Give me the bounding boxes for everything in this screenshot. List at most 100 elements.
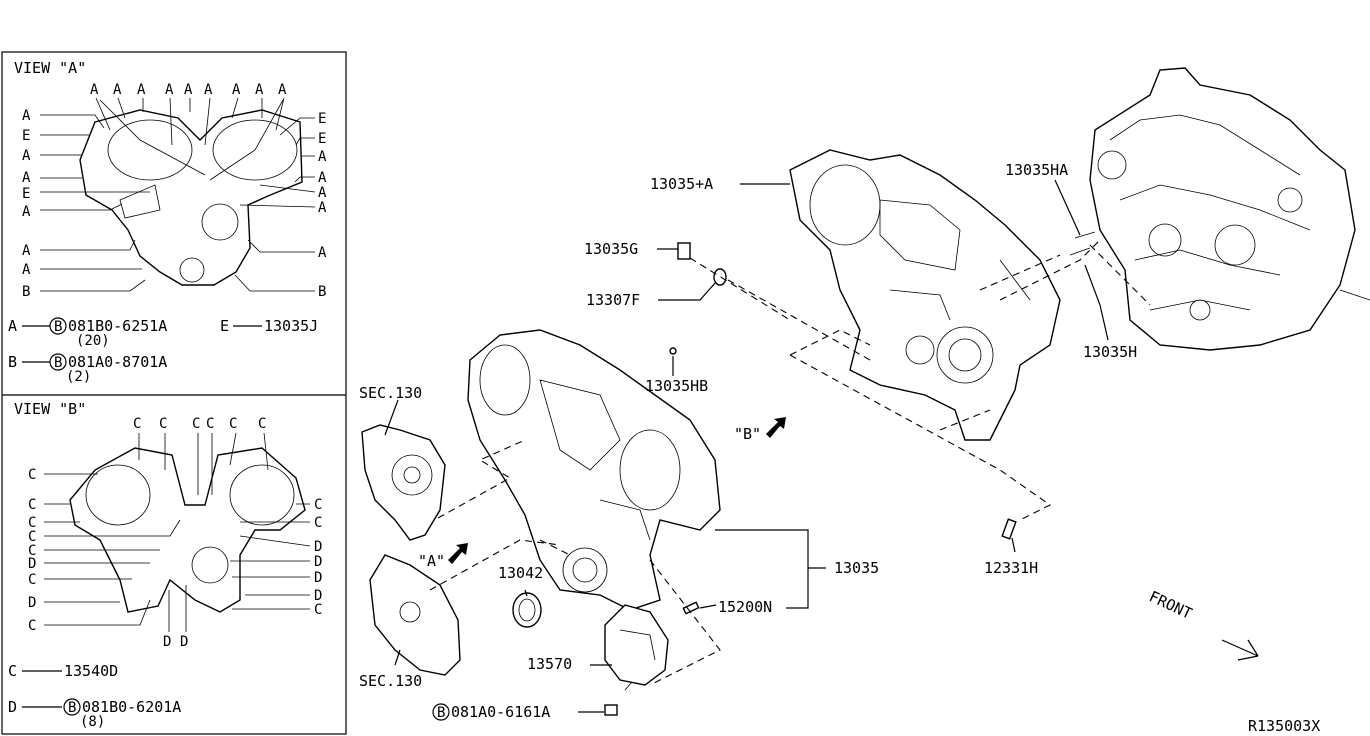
view-b-cover-outline — [69, 447, 306, 613]
callout-leaders — [384, 179, 1109, 713]
view-a-top-label: A — [278, 82, 287, 98]
view-b-left-label: C — [28, 467, 36, 483]
view-a-top-labels: A A A A A A A A A — [90, 82, 287, 181]
legend-letter-a: A — [8, 317, 17, 335]
oil-pump-cover-drawing — [604, 604, 669, 691]
view-a-left-label: E — [22, 128, 30, 144]
view-b-left-label: C — [28, 572, 36, 588]
small-parts-drawing — [604, 231, 1096, 716]
view-a-legend: A B 081B0-6251A (20) E 13035J B B 081A0-… — [8, 317, 318, 385]
legend-letter-b: B — [8, 353, 17, 371]
view-a-top-label: A — [204, 82, 213, 98]
legend-letter-e: E — [220, 317, 229, 335]
view-b-left-labels: C C C C C D C D C — [28, 467, 181, 634]
bolt-marker-letter: B — [437, 705, 445, 721]
view-b-top-label: C — [133, 416, 141, 432]
view-a-title: VIEW "A" — [14, 59, 86, 77]
view-a-right-label: E — [318, 111, 326, 127]
legend-letter-c: C — [8, 662, 17, 680]
view-b-legend: C 13540D D B 081B0-6201A (8) — [8, 662, 181, 730]
callout-13307f: 13307F — [586, 291, 640, 309]
view-b-bottom-label: D — [180, 634, 188, 650]
view-b-arrow-label: "B" — [734, 425, 761, 443]
legend-qty-d: (8) — [80, 714, 105, 730]
view-a-left-label: A — [22, 170, 31, 186]
svg-text:B: B — [54, 355, 62, 371]
water-pump-bottom-drawing — [369, 554, 461, 676]
legend-part-b: 081A0-8701A — [68, 353, 167, 371]
view-a-arrow-icon — [448, 543, 468, 564]
view-a-top-label: A — [113, 82, 122, 98]
view-a-left-labels: A E A A E A A A B — [22, 108, 150, 300]
legend-qty-a: (20) — [76, 333, 110, 349]
bolt-marker-icon — [63, 698, 81, 716]
view-a-right-label: E — [318, 131, 326, 147]
view-b-right-label: C — [314, 602, 322, 618]
legend-part-e: 13035J — [264, 317, 318, 335]
view-a-top-label: A — [90, 82, 99, 98]
view-b-right-label: C — [314, 497, 322, 513]
callout-15200n: 15200N — [718, 598, 772, 616]
view-b-left-label: C — [28, 618, 36, 634]
view-a-top-label: A — [184, 82, 193, 98]
view-a-left-label: A — [22, 108, 31, 124]
view-b-arrow-icon — [766, 417, 786, 438]
bolt-marker-icon — [49, 317, 67, 335]
engine-block-drawing — [1089, 67, 1370, 351]
front-label: FRONT — [1146, 587, 1195, 622]
callout-13035: 13035 — [834, 559, 879, 577]
callout-13035ha: 13035HA — [1005, 161, 1068, 179]
view-a-right-label: A — [318, 170, 327, 186]
view-b-bottom-label: D — [163, 634, 171, 650]
view-b-right-label: D — [314, 539, 322, 555]
upper-timing-cover-drawing — [789, 149, 1061, 441]
callout-sec-130-bottom: SEC.130 — [359, 672, 422, 690]
view-a-left-label: E — [22, 186, 30, 202]
view-a-left-label: A — [22, 262, 31, 278]
view-a-right-label: B — [318, 284, 326, 300]
legend-part-c: 13540D — [64, 662, 118, 680]
view-a-right-label: A — [318, 149, 327, 165]
diagram-id: R135003X — [1248, 717, 1320, 735]
view-b-left-label: D — [28, 595, 36, 611]
view-b-top-label: C — [229, 416, 237, 432]
view-a-top-label: A — [232, 82, 241, 98]
callout-13035hb: 13035HB — [645, 377, 708, 395]
view-a-right-label: A — [318, 200, 327, 216]
front-indicator: FRONT — [1146, 587, 1259, 661]
left-panel-frame — [1, 51, 347, 735]
view-b-left-label: C — [28, 515, 36, 531]
view-b-left-label: C — [28, 529, 36, 545]
view-b-arrow: "B" — [734, 417, 786, 443]
callout-13042: 13042 — [498, 564, 543, 582]
callout-13035-a: 13035+A — [650, 175, 713, 193]
view-b-left-label: C — [28, 543, 36, 559]
front-timing-cover-drawing — [467, 329, 721, 611]
bolt-marker-icon — [432, 703, 450, 721]
view-a-top-label: A — [255, 82, 264, 98]
callout-13035g: 13035G — [584, 240, 638, 258]
view-b-bottom-labels: D D — [163, 585, 188, 650]
callout-13035h: 13035H — [1083, 343, 1137, 361]
view-a-left-label: A — [22, 204, 31, 220]
view-b-right-label: D — [314, 554, 322, 570]
view-b-left-label: C — [28, 497, 36, 513]
water-pump-top-drawing — [361, 424, 446, 541]
legend-part-a: 081B0-6251A — [68, 317, 167, 335]
alignment-lines — [429, 239, 1151, 686]
view-b-top-labels: C C C C C C — [133, 416, 269, 495]
view-a-top-label: A — [165, 82, 174, 98]
view-a-arrow-label: "A" — [418, 552, 445, 570]
view-b-title: VIEW "B" — [14, 400, 86, 418]
view-a-left-label: A — [22, 148, 31, 164]
bolt-callout: B 081A0-6161A — [432, 703, 550, 721]
view-a-left-label: B — [22, 284, 30, 300]
svg-text:B: B — [68, 700, 76, 716]
svg-text:B: B — [54, 319, 62, 335]
callout-sec-130-top: SEC.130 — [359, 384, 422, 402]
view-a-right-label: A — [318, 245, 327, 261]
front-arrow-icon — [1221, 639, 1259, 661]
view-b-right-label: D — [314, 588, 322, 604]
view-a-right-labels: E E A A A A A B — [234, 111, 327, 300]
